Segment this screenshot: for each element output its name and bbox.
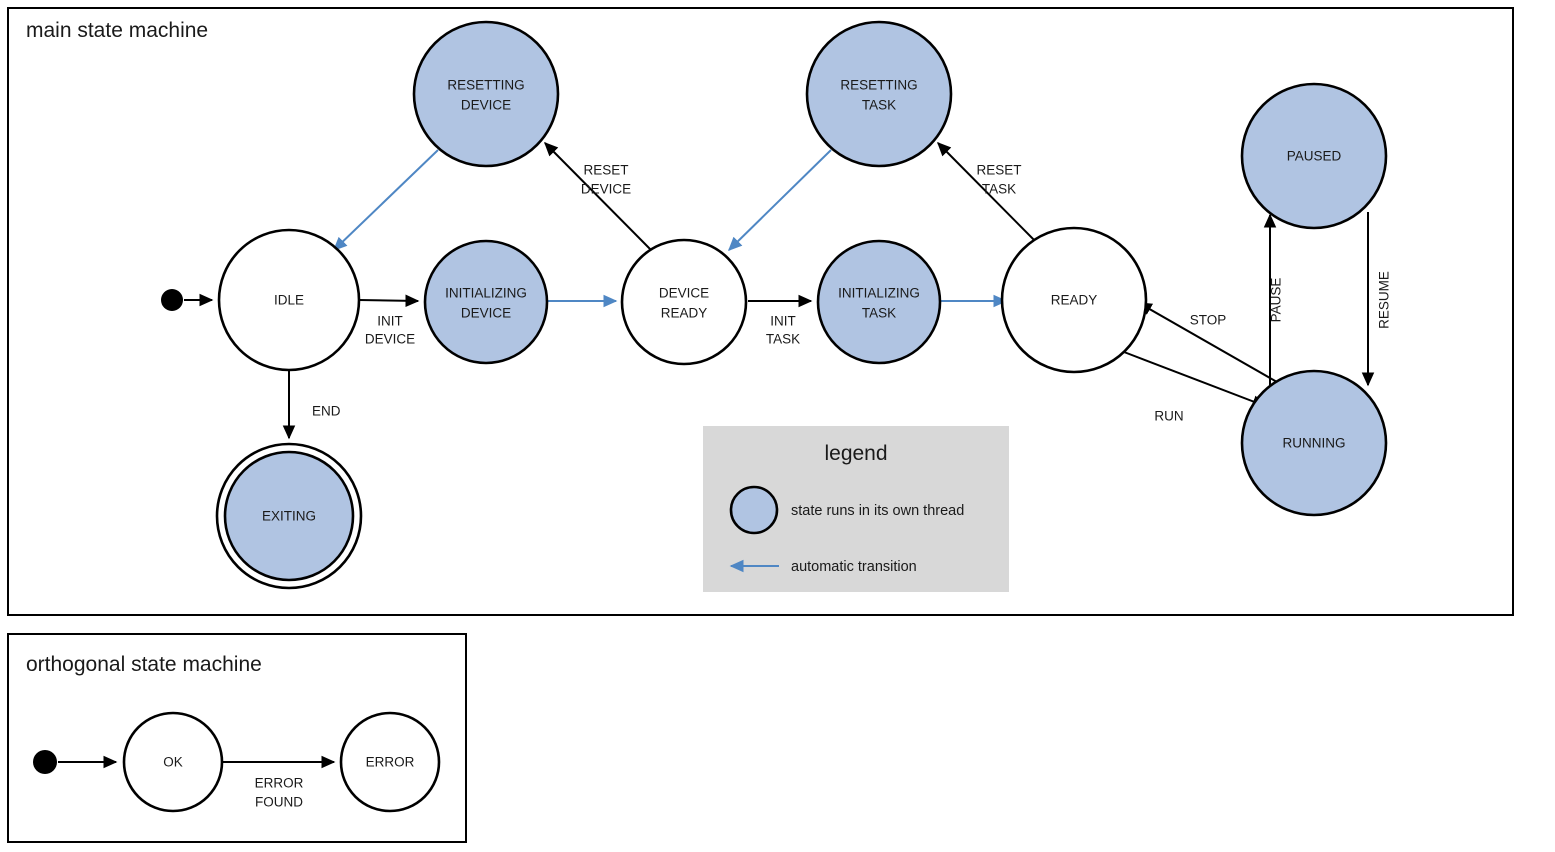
label-error-found-line1: ERROR — [255, 776, 304, 791]
state-error-label: ERROR — [366, 755, 415, 770]
legend-title: legend — [824, 442, 887, 465]
label-stop: STOP — [1190, 313, 1227, 328]
state-running-label: RUNNING — [1283, 436, 1346, 451]
state-device-ready-label-line2: READY — [661, 306, 708, 321]
state-idle-label: IDLE — [274, 293, 304, 308]
state-ok[interactable]: OK — [122, 711, 224, 813]
transition-ready-reset-task[interactable] — [937, 142, 1044, 250]
orthogonal-transitions: ERROR FOUND — [58, 755, 336, 810]
state-initializing-device-circle[interactable] — [423, 239, 549, 365]
main-transitions: INIT DEVICE RESET DEVICE INIT TASK RESET… — [184, 142, 1392, 440]
label-error-found-line2: FOUND — [255, 795, 303, 810]
label-end: END — [312, 404, 341, 419]
state-resetting-device[interactable]: RESETTING DEVICE — [412, 20, 560, 168]
transition-device-ready-reset-device[interactable] — [544, 142, 653, 252]
state-initializing-task-label-line2: TASK — [862, 306, 896, 321]
initial-state-orthogonal[interactable] — [33, 750, 57, 774]
state-idle[interactable]: IDLE — [217, 228, 361, 372]
state-device-ready-circle[interactable] — [620, 238, 748, 366]
state-ok-label: OK — [163, 755, 183, 770]
transition-resetting-task-to-device-ready[interactable] — [728, 149, 832, 251]
label-reset-device-line2: DEVICE — [581, 182, 631, 197]
state-exiting-inner-circle[interactable] — [223, 450, 355, 582]
state-exiting-label: EXITING — [262, 509, 316, 524]
orthogonal-frame-title: orthogonal state machine — [26, 653, 262, 676]
main-state-machine-frame: main state machine — [7, 7, 1514, 616]
main-frame-title: main state machine — [26, 19, 208, 42]
main-frame-border — [7, 7, 1514, 616]
state-ready[interactable]: READY — [1000, 226, 1148, 374]
main-states: IDLE RESETTING DEVICE INITIALIZING DEVIC… — [161, 20, 1388, 590]
state-resetting-task[interactable]: RESETTING TASK — [805, 20, 953, 168]
label-resume: RESUME — [1377, 271, 1392, 329]
label-reset-task-line2: TASK — [982, 182, 1016, 197]
label-init-task-line2: TASK — [766, 332, 800, 347]
legend-item-automatic-transition-label: automatic transition — [791, 559, 917, 575]
orthogonal-state-machine-frame: orthogonal state machine — [7, 633, 467, 843]
state-device-ready-label-line1: DEVICE — [659, 286, 709, 301]
state-ok-circle[interactable] — [122, 711, 224, 813]
state-resetting-device-label-line2: DEVICE — [461, 98, 511, 113]
state-resetting-device-label-line1: RESETTING — [447, 78, 524, 93]
label-reset-task-line1: RESET — [976, 163, 1021, 178]
label-pause: PAUSE — [1269, 278, 1284, 323]
transition-idle-init-device[interactable] — [358, 294, 420, 308]
state-initializing-device-label-line2: DEVICE — [461, 306, 511, 321]
state-error-circle[interactable] — [339, 711, 441, 813]
label-reset-device-line1: RESET — [583, 163, 628, 178]
state-resetting-task-label-line2: TASK — [862, 98, 896, 113]
legend: legend state runs in its own thread auto… — [703, 426, 1009, 592]
state-resetting-device-circle[interactable] — [412, 20, 560, 168]
state-device-ready[interactable]: DEVICE READY — [620, 238, 748, 366]
state-initializing-task-circle[interactable] — [816, 239, 942, 365]
state-resetting-task-label-line1: RESETTING — [840, 78, 917, 93]
label-run: RUN — [1154, 409, 1183, 424]
initial-state-main[interactable] — [161, 289, 183, 311]
orthogonal-frame-border — [7, 633, 467, 843]
state-running-circle[interactable] — [1240, 369, 1388, 517]
transition-running-stop-ready[interactable] — [1137, 302, 1278, 383]
state-paused[interactable]: PAUSED — [1240, 82, 1388, 230]
state-exiting[interactable]: EXITING — [215, 442, 363, 590]
state-initializing-device-label-line1: INITIALIZING — [445, 286, 527, 301]
state-initializing-device[interactable]: INITIALIZING DEVICE — [423, 239, 549, 365]
orthogonal-states: OK ERROR — [33, 711, 441, 813]
state-idle-circle[interactable] — [217, 228, 361, 372]
state-running[interactable]: RUNNING — [1240, 369, 1388, 517]
state-error[interactable]: ERROR — [339, 711, 441, 813]
legend-item-threaded-state-label: state runs in its own thread — [791, 503, 964, 519]
state-resetting-task-circle[interactable] — [805, 20, 953, 168]
state-initializing-task[interactable]: INITIALIZING TASK — [816, 239, 942, 365]
transition-ready-run-running[interactable] — [1123, 351, 1267, 408]
transition-resetting-device-to-idle[interactable] — [332, 149, 439, 251]
state-ready-circle[interactable] — [1000, 226, 1148, 374]
legend-threaded-state-swatch-icon — [729, 485, 779, 535]
state-initializing-task-label-line1: INITIALIZING — [838, 286, 920, 301]
legend-item-automatic-transition: automatic transition — [729, 559, 917, 575]
legend-item-threaded-state: state runs in its own thread — [729, 485, 964, 535]
label-init-task-line1: INIT — [770, 314, 796, 329]
label-init-device-line1: INIT — [377, 314, 403, 329]
label-init-device-line2: DEVICE — [365, 332, 415, 347]
state-ready-label: READY — [1051, 293, 1098, 308]
state-paused-label: PAUSED — [1287, 149, 1342, 164]
state-paused-circle[interactable] — [1240, 82, 1388, 230]
